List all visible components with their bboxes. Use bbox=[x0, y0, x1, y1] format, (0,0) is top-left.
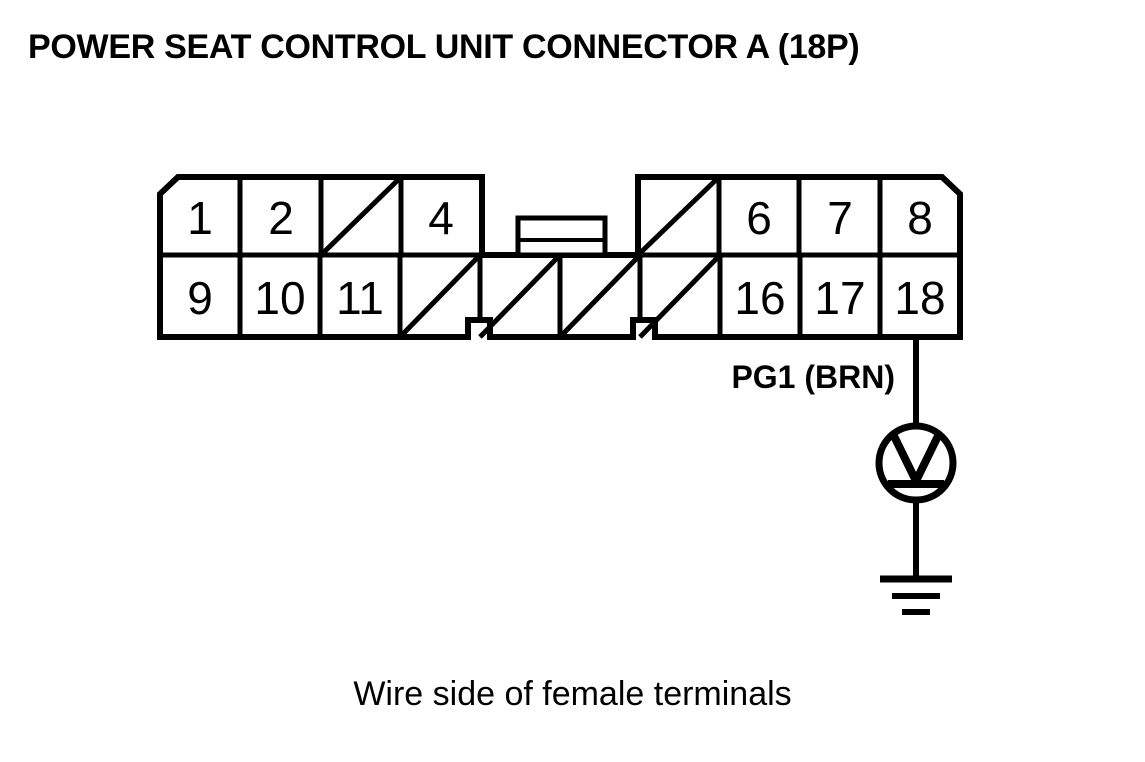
blank-cell-diagonal-bot-12 bbox=[398, 253, 482, 339]
blank-cell-diagonal-top-5 bbox=[636, 175, 721, 257]
blank-cell-diagonal-bot-14 bbox=[558, 253, 642, 339]
pin-number-9: 9 bbox=[187, 272, 213, 324]
blank-cell-diagonal-top-3 bbox=[319, 175, 403, 257]
pin-number-10: 10 bbox=[254, 272, 305, 324]
pin-number-11: 11 bbox=[336, 272, 384, 324]
page-title: POWER SEAT CONTROL UNIT CONNECTOR A (18P… bbox=[28, 28, 860, 66]
pin-number-2: 2 bbox=[268, 192, 294, 244]
pin-number-4: 4 bbox=[428, 192, 454, 244]
wire-label-pg1: PG1 (BRN) bbox=[731, 359, 895, 395]
chassis-ground-icon bbox=[880, 575, 952, 615]
pin-number-6: 6 bbox=[746, 192, 772, 244]
pin-number-18: 18 bbox=[894, 272, 945, 324]
pin-number-16: 16 bbox=[734, 272, 785, 324]
ground-check-circle-icon bbox=[875, 422, 957, 504]
pin-number-17: 17 bbox=[814, 272, 865, 324]
blank-cell-diagonal-bot-13 bbox=[478, 253, 562, 339]
figure-caption: Wire side of female terminals bbox=[353, 675, 792, 713]
pin-number-8: 8 bbox=[907, 192, 933, 244]
latch-tab bbox=[515, 215, 608, 258]
pin-number-1: 1 bbox=[187, 192, 213, 244]
pin-number-7: 7 bbox=[827, 192, 853, 244]
blank-cell-diagonal-bot-15 bbox=[638, 253, 722, 339]
